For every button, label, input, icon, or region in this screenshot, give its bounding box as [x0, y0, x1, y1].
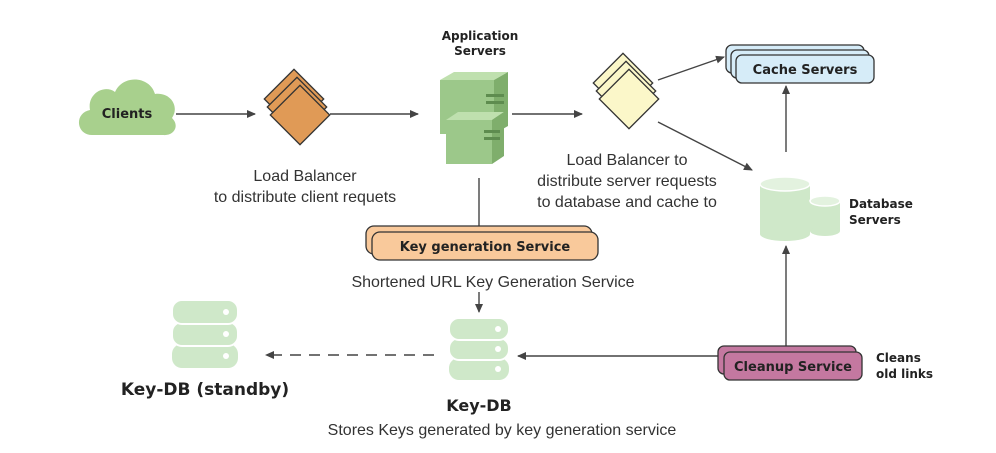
- lb1-layer-front: [269, 84, 331, 146]
- application-servers: [440, 72, 508, 164]
- cleanup-label: Cleanup Service: [734, 360, 852, 375]
- lb1-caption-line1: Load Balancer: [253, 168, 357, 185]
- clients-label: Clients: [102, 107, 153, 122]
- lb2-caption-line1: Load Balancer to: [567, 152, 688, 169]
- load-balancer-2: [592, 52, 660, 130]
- key-db: [448, 317, 510, 380]
- database-servers: [759, 176, 841, 241]
- cleanup-note-line1: Cleans: [876, 351, 921, 365]
- lb1-caption-line2: to distribute client requets: [214, 189, 396, 206]
- keydb-disk-3: [449, 358, 509, 380]
- arrow-lb2-to-cache: [657, 55, 725, 81]
- server-icon-front: [446, 112, 504, 164]
- db-label-line2: Servers: [849, 213, 901, 227]
- cache-servers: Cache Servers: [725, 44, 875, 84]
- arrows: [176, 55, 790, 360]
- cleanup-note-line2: old links: [876, 367, 933, 381]
- arrow-lb2-to-db: [657, 121, 753, 171]
- standby-disk-3: [172, 344, 238, 368]
- keygen-label: Key generation Service: [400, 240, 571, 255]
- keydb-disk-1: [448, 317, 510, 341]
- cleanup-service: Cleanup Service: [717, 345, 863, 381]
- db-label-line1: Database: [849, 197, 913, 211]
- keydb-caption: Stores Keys generated by key generation …: [328, 422, 677, 439]
- keygen-card-front: [371, 231, 599, 261]
- keydb-light-1: [495, 326, 501, 332]
- key-generation-service: Key generation Service: [365, 225, 599, 261]
- load-balancer-1: [263, 68, 331, 146]
- lb2-caption-line3: to database and cache to: [537, 194, 717, 211]
- standby-disk-1: [171, 299, 239, 325]
- keygen-caption: Shortened URL Key Generation Service: [351, 274, 634, 291]
- standby-light-1: [223, 309, 229, 315]
- app-title-line2: Servers: [454, 44, 506, 58]
- db-cylinder-small: [809, 195, 841, 236]
- cleanup-card-front: [723, 351, 863, 381]
- cloud-icon: [78, 79, 176, 136]
- cache-label: Cache Servers: [753, 63, 858, 78]
- lb2-layer-front: [598, 68, 660, 130]
- lb2-caption-line2: distribute server requests: [537, 173, 717, 190]
- cache-card-front: [735, 54, 875, 84]
- standby-light-2: [223, 331, 229, 337]
- keydb-light-3: [495, 366, 501, 372]
- app-title-line1: Application: [442, 29, 519, 43]
- keydb-light-2: [495, 346, 501, 352]
- key-db-standby: [171, 299, 239, 368]
- standby-light-3: [223, 353, 229, 359]
- db-cylinder-large: [759, 176, 811, 241]
- standby-label: Key-DB (standby): [121, 380, 289, 400]
- clients-cloud: Clients: [78, 79, 176, 136]
- keydb-label: Key-DB: [446, 396, 512, 415]
